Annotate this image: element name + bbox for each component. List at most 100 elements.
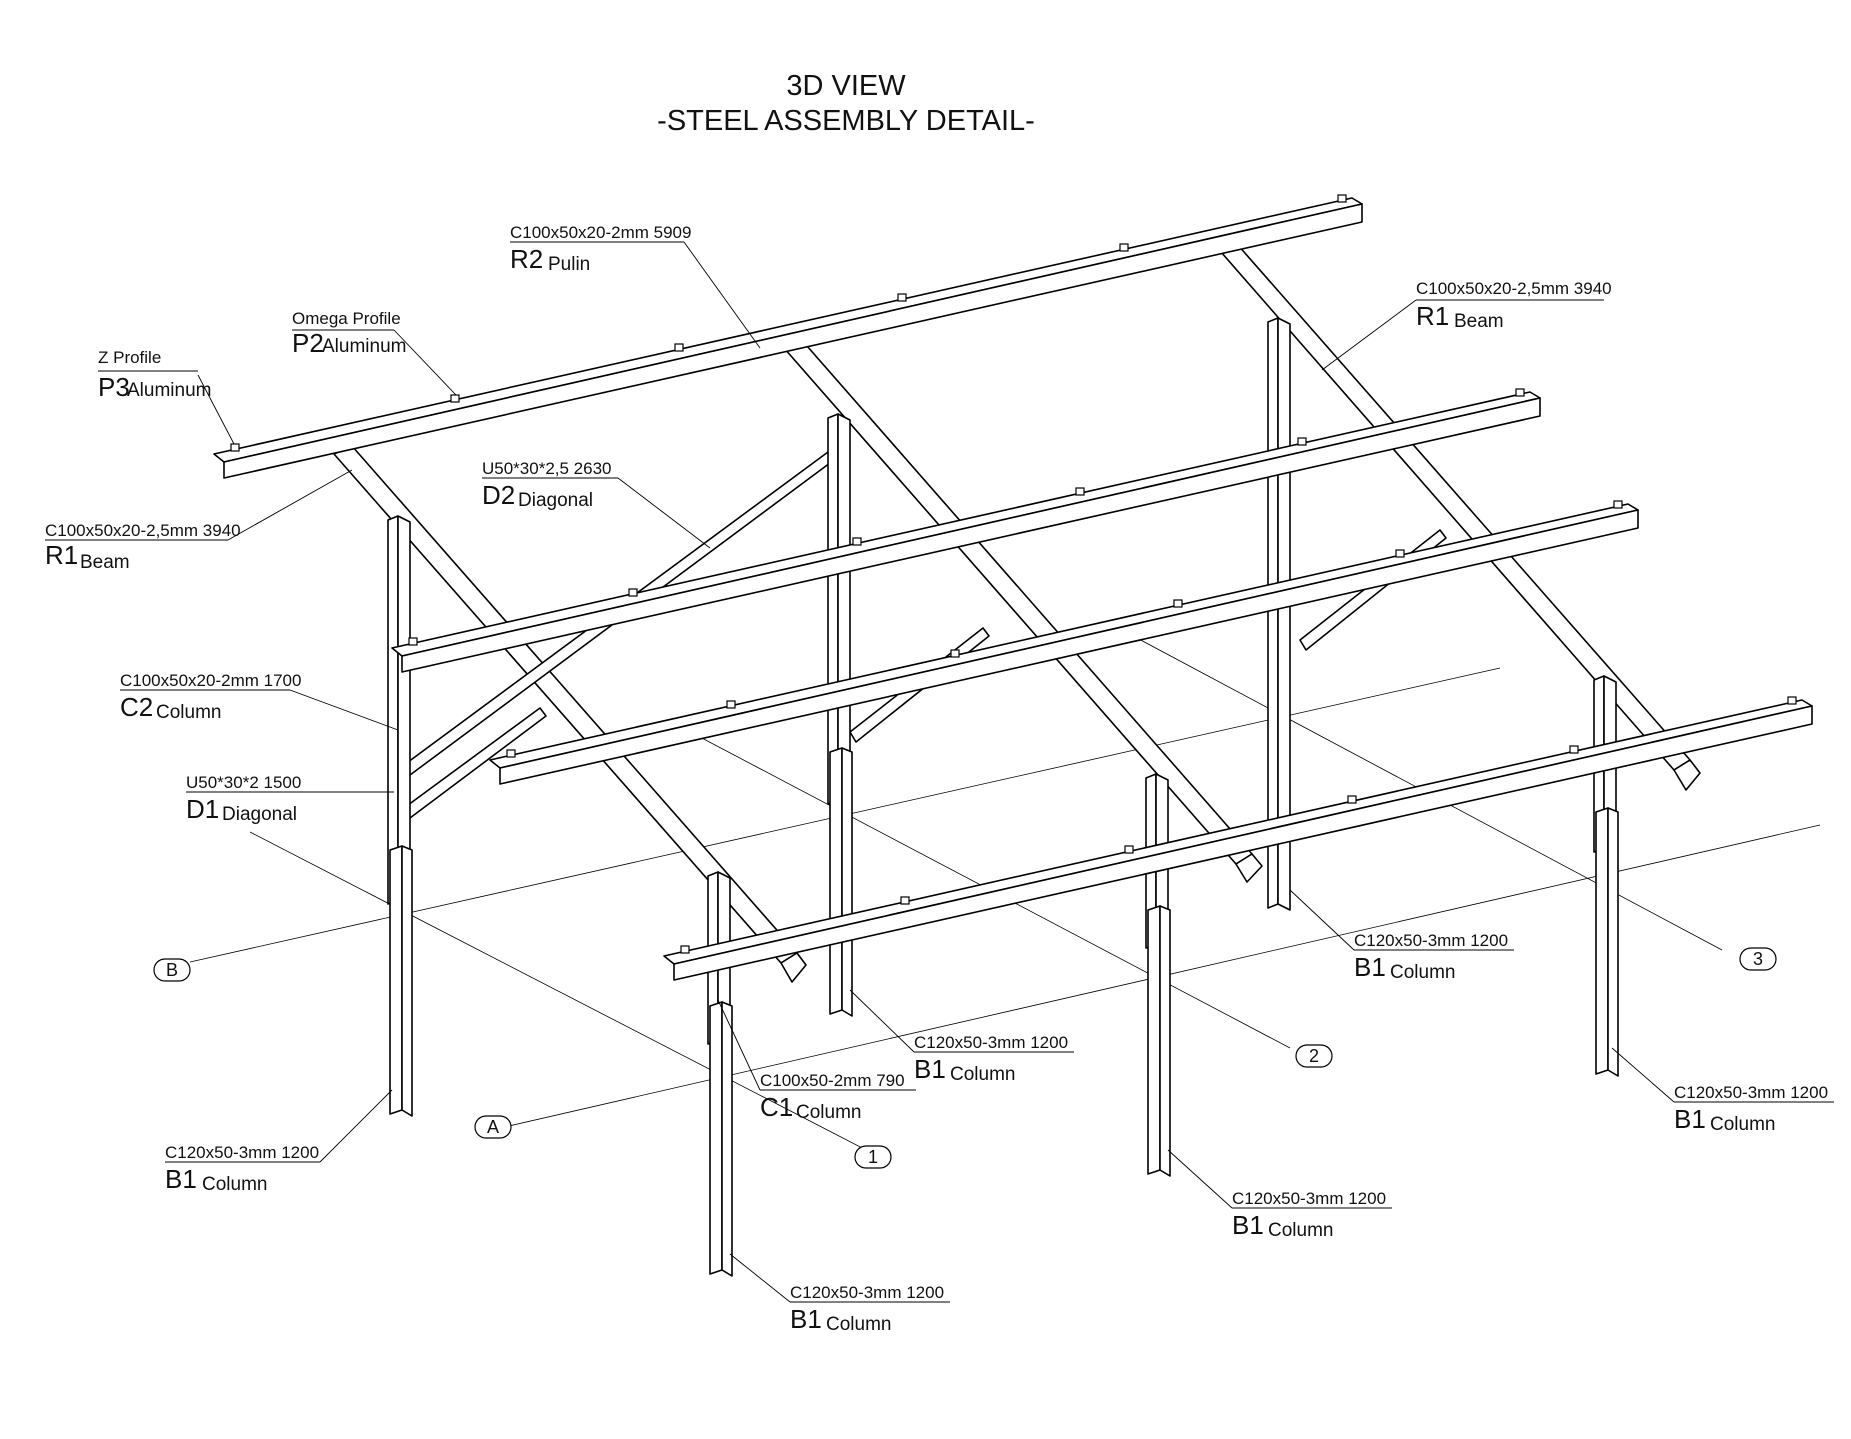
callout-code: P2: [292, 328, 324, 358]
leader-base-a: [319, 1089, 393, 1163]
clip: [450, 394, 460, 403]
callout-code: D1: [186, 794, 219, 824]
purlin-1-face: [223, 203, 1363, 479]
callout-beam-right: C100x50x20-2,5mm 3940 R1 Beam: [1416, 279, 1612, 332]
clip: [950, 649, 960, 658]
title-line-1: 3D VIEW: [786, 70, 906, 102]
callout-name: Aluminum: [127, 380, 211, 401]
callout-name: Diagonal: [222, 804, 297, 825]
callout-base-c: C120x50-3mm 1200 B1 Column: [1354, 931, 1514, 983]
callout-beam-left: C100x50x20-2,5mm 3940 R1 Beam: [45, 521, 241, 573]
clip: [230, 443, 240, 452]
callout-base-d: C120x50-3mm 1200 B1 Column: [1674, 1083, 1834, 1135]
rail-clips: [230, 194, 1797, 954]
callout-name: Column: [1390, 962, 1455, 983]
callout-base-b: C120x50-3mm 1200 B1 Column: [914, 1033, 1074, 1085]
callout-name: Column: [950, 1064, 1015, 1085]
beam-end-middle: [1235, 853, 1263, 883]
beam-end-right: [1673, 759, 1701, 791]
callout-code: R1: [1416, 301, 1449, 331]
column-b1-frame1-flange: [389, 845, 403, 1115]
clip: [1297, 437, 1307, 446]
column-b1-frame1-front-web: [721, 1001, 733, 1277]
column-c2-frame2-web: [837, 413, 851, 805]
callout-spec: U50*30*2 1500: [186, 773, 301, 792]
leader-diag2: [617, 477, 711, 549]
leader-col2: [289, 689, 399, 731]
leader-base-c: [1289, 889, 1355, 951]
column-b1-frame3-front-web: [1607, 807, 1619, 1077]
column-b1-frame1-front-flange: [709, 1001, 723, 1275]
callout-spec: C120x50-3mm 1200: [165, 1143, 319, 1162]
callout-name: Beam: [1454, 311, 1504, 332]
clip: [1515, 388, 1525, 397]
leader-omega: [393, 329, 457, 396]
grid-label-3: 3: [1753, 949, 1763, 969]
callout-base-a: C120x50-3mm 1200 B1 Column: [165, 1143, 320, 1195]
callout-col2: C100x50x20-2mm 1700 C2 Column: [120, 671, 301, 723]
purlin-2-top: [391, 391, 1541, 657]
purlin-2-face: [401, 397, 1541, 673]
callout-spec: Omega Profile: [292, 309, 401, 328]
clip: [1347, 795, 1357, 804]
callout-spec: C120x50-3mm 1200: [790, 1283, 944, 1302]
clip: [1173, 599, 1183, 608]
leader-zprofile: [197, 374, 235, 445]
callout-spec: C120x50-3mm 1200: [914, 1033, 1068, 1052]
leader-base-e: [1167, 1149, 1233, 1209]
grid-label-b: B: [166, 960, 178, 980]
column-c2-frame1-web: [397, 515, 411, 905]
title-block: 3D VIEW -STEEL ASSEMBLY DETAIL-: [657, 70, 1035, 137]
clip: [1569, 745, 1579, 754]
leader-beam-right: [1321, 299, 1417, 371]
callout-code: P3: [98, 372, 130, 402]
purlin-3-face: [499, 509, 1639, 785]
callout-name: Beam: [80, 552, 130, 573]
callout-base-e: C120x50-3mm 1200 B1 Column: [1232, 1189, 1392, 1241]
grid-marker-b: [153, 958, 191, 982]
clip: [852, 537, 862, 546]
column-c2-frame1-flange: [387, 515, 399, 905]
purlin-3-top: [489, 503, 1639, 769]
callout-code: R2: [510, 244, 543, 274]
clip: [900, 896, 910, 905]
clip: [1613, 500, 1623, 509]
callout-code: B1: [1232, 1210, 1264, 1240]
clip: [897, 293, 907, 302]
callout-diag1: U50*30*2 1500 D1 Diagonal: [186, 773, 301, 825]
title-line-2: -STEEL ASSEMBLY DETAIL-: [657, 105, 1035, 137]
grid-line-1: [249, 831, 871, 1153]
callout-zprofile: Z Profile P3 Aluminum: [98, 348, 211, 402]
leader-beam-left: [227, 469, 353, 541]
grid-marker-1: [854, 1145, 892, 1169]
callout-spec: C100x50x20-2,5mm 3940: [1416, 279, 1612, 298]
clip: [726, 700, 736, 709]
callout-code: B1: [914, 1054, 946, 1084]
callout-code: B1: [165, 1164, 197, 1194]
column-b1-frame2-flange: [829, 747, 843, 1015]
clip: [506, 749, 516, 758]
clip: [1395, 549, 1405, 558]
callout-code: B1: [790, 1304, 822, 1334]
clip: [1787, 696, 1797, 705]
callout-spec: Z Profile: [98, 348, 161, 367]
callout-spec: C120x50-3mm 1200: [1354, 931, 1508, 950]
callout-spec: C120x50-3mm 1200: [1674, 1083, 1828, 1102]
callout-code: B1: [1674, 1104, 1706, 1134]
leader-base-d: [1611, 1047, 1675, 1103]
leader-base-f: [729, 1253, 791, 1303]
purlin-4-face: [673, 705, 1813, 981]
column-b1-frame2-front-flange: [1147, 905, 1161, 1175]
callout-code: B1: [1354, 952, 1386, 982]
purlins: [213, 197, 1813, 981]
clip: [408, 637, 418, 646]
clip: [1337, 194, 1347, 203]
callout-omega: Omega Profile P2 Aluminum: [292, 309, 406, 358]
column-b1-frame2-web: [841, 747, 853, 1017]
callout-name: Diagonal: [518, 490, 593, 511]
leader-col1: [717, 999, 761, 1091]
callout-name: Column: [202, 1174, 267, 1195]
callout-spec: C120x50-3mm 1200: [1232, 1189, 1386, 1208]
